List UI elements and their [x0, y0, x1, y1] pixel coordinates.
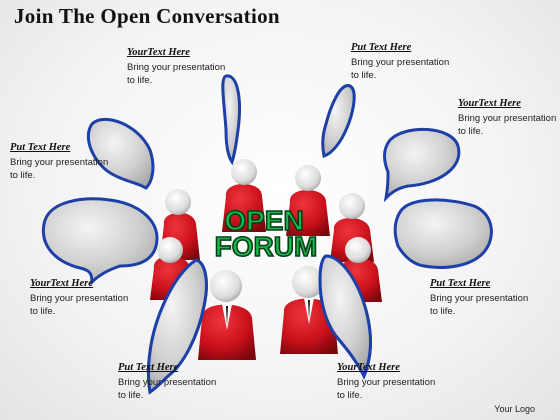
- text-box-lower-right: Put Text Here Bring your presentation to…: [430, 278, 560, 318]
- sign-word-open: OPEN: [224, 205, 303, 236]
- text-box-upper-left: Put Text Here Bring your presentation to…: [10, 142, 150, 182]
- text-box-body: Bring your presentation to life.: [10, 157, 109, 181]
- text-box-heading: Put Text Here: [430, 278, 491, 289]
- text-box-body: Bring your presentation to life.: [127, 62, 226, 86]
- text-box-heading: Put Text Here: [10, 142, 71, 153]
- text-box-heading: YourText Here: [337, 362, 400, 373]
- text-box-body: Bring your presentation to life.: [430, 293, 529, 317]
- sign-word-forum: FORUM: [215, 231, 318, 262]
- text-box-lower-left: YourText Here Bring your presentation to…: [30, 278, 170, 318]
- open-forum-sign: OPEN FORUM: [214, 204, 318, 263]
- text-box-heading: YourText Here: [127, 47, 190, 58]
- speech-bubble-icon: [393, 198, 493, 269]
- text-box-top-right: YourText Here Bring your presentation to…: [458, 98, 560, 138]
- text-box-heading: YourText Here: [458, 98, 521, 109]
- speech-bubble-icon: [221, 74, 241, 166]
- text-box-top-center-right: Put Text Here Bring your presentation to…: [351, 42, 491, 82]
- text-box-body: Bring your presentation to life.: [337, 377, 436, 401]
- text-box-bottom-left: Put Text Here Bring your presentation to…: [118, 362, 258, 402]
- speech-bubble-icon: [383, 127, 461, 203]
- figure-front-left: [198, 270, 256, 360]
- text-box-heading: YourText Here: [30, 278, 93, 289]
- text-box-body: Bring your presentation to life.: [351, 57, 450, 81]
- text-box-body: Bring your presentation to life.: [118, 377, 217, 401]
- footer-logo: Your Logo: [494, 404, 535, 414]
- text-box-heading: Put Text Here: [118, 362, 179, 373]
- speech-bubble-icon: [41, 197, 159, 286]
- text-box-top-center-left: YourText Here Bring your presentation to…: [127, 47, 267, 87]
- text-box-heading: Put Text Here: [351, 42, 412, 53]
- speech-bubble-icon: [86, 117, 155, 190]
- text-box-bottom-right: YourText Here Bring your presentation to…: [337, 362, 477, 402]
- page-title: Join The Open Conversation: [14, 4, 280, 28]
- text-box-body: Bring your presentation to life.: [30, 293, 129, 317]
- figure-back-center-left: [222, 159, 266, 232]
- speech-bubble-icon: [321, 84, 356, 158]
- text-box-body: Bring your presentation to life.: [458, 113, 557, 137]
- figure-back-center-right: [286, 165, 330, 236]
